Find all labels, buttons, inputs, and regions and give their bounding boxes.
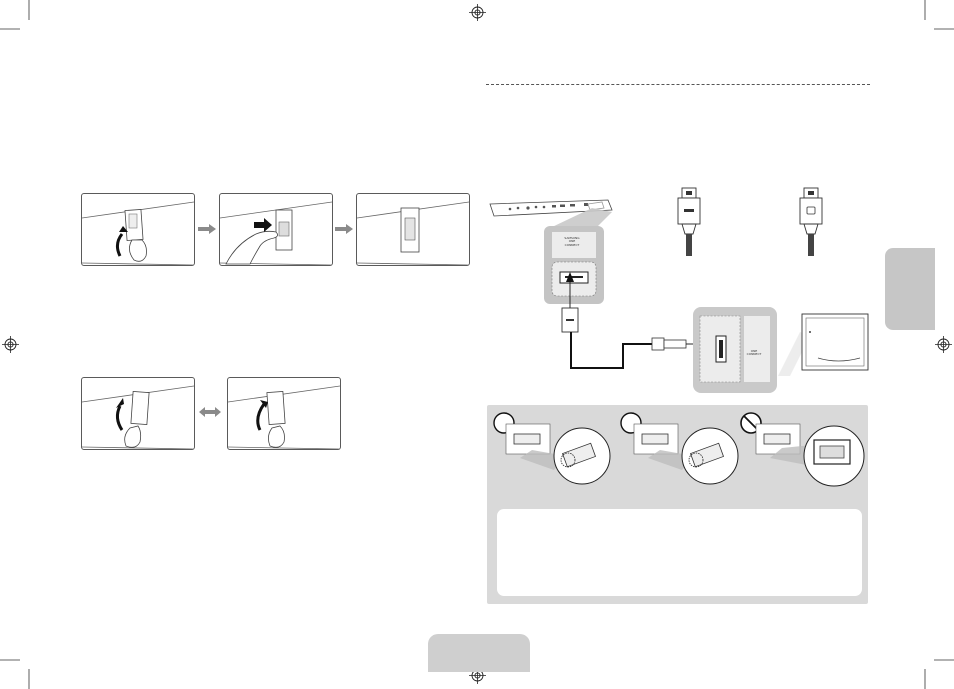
label-line: CONNECT [746, 353, 762, 356]
step-4-illustration [81, 377, 195, 450]
cable-connection-diagram [550, 272, 710, 372]
crosshair-registration-icon [2, 336, 19, 353]
side-section-tab [885, 248, 935, 330]
insert-dongle-drawing [220, 194, 332, 265]
incorrect-insertion [752, 420, 866, 490]
crosshair-registration-icon [469, 4, 486, 21]
arrow-right-icon [335, 224, 353, 234]
step-2-illustration [219, 193, 333, 266]
close-cover-drawing [82, 378, 194, 449]
tv-rear-view [770, 310, 874, 376]
step-3-illustration [356, 193, 470, 266]
tv-port-callout [692, 306, 778, 394]
label-line: CONNECT [561, 244, 583, 247]
section-divider [486, 84, 870, 85]
correct-insertion-a [502, 420, 614, 490]
crosshair-registration-icon [935, 336, 952, 353]
cable-plug-side-a [672, 186, 706, 262]
caution-note-box [497, 509, 862, 596]
open-cover-drawing [228, 378, 340, 449]
lift-cover-drawing [82, 194, 194, 265]
arrow-right-icon [198, 224, 216, 234]
installed-dongle-drawing [357, 194, 469, 265]
one-connect-box-label: SAMSUNG ONE CONNECT [561, 237, 583, 247]
tv-port-label: ONE CONNECT [746, 350, 762, 357]
page-number-tab [428, 634, 530, 672]
double-arrow-icon [199, 407, 221, 417]
cable-plug-side-b [794, 186, 828, 262]
step-1-illustration [81, 193, 195, 266]
correct-insertion-b [630, 420, 742, 490]
step-5-illustration [227, 377, 341, 450]
